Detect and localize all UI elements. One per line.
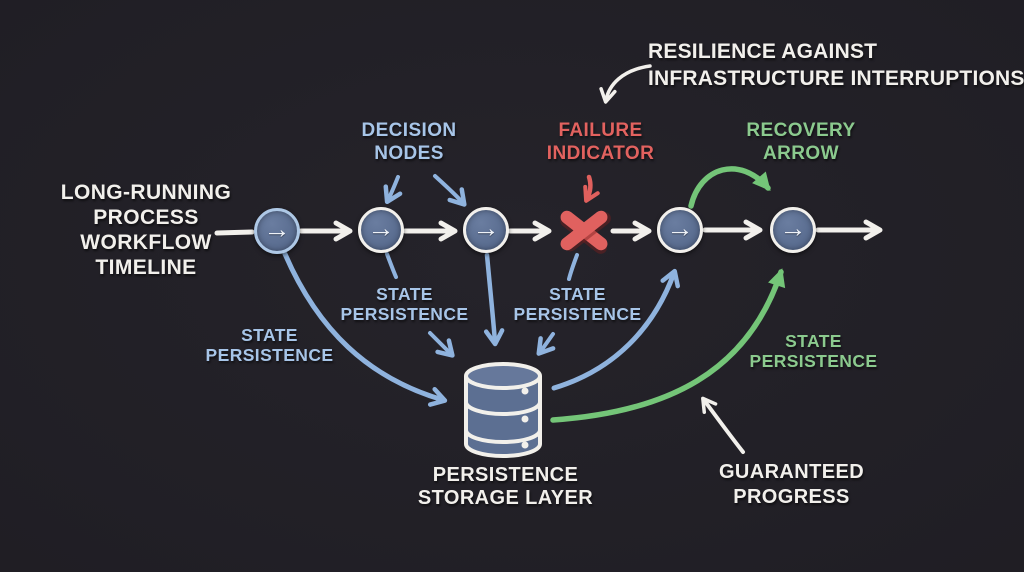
node-arrow-icon: → xyxy=(367,212,395,243)
node-arrow-icon: → xyxy=(263,213,291,244)
persist-stub-failure xyxy=(567,253,579,281)
guaranteed-progress-pointer-arrow xyxy=(701,396,745,454)
failure-indicator-label: FAILURE INDICATOR xyxy=(546,120,655,164)
persist-arc-node1-to-db xyxy=(282,251,448,407)
guaranteed-progress-label: GUARANTEED PROGRESS xyxy=(718,461,865,508)
failure-x-icon xyxy=(556,204,612,256)
resilience-annotation: RESILIENCE AGAINST INFRASTRUCTURE INTERR… xyxy=(648,40,1024,90)
node-arrow-icon: → xyxy=(472,212,500,243)
timeline-node-3: → xyxy=(463,207,509,253)
node-arrow-icon: → xyxy=(666,212,694,243)
persistence-storage-layer-label: PERSISTENCE STORAGE LAYER xyxy=(417,464,594,509)
timeline-arrows xyxy=(214,219,883,242)
persist-arrow-mid-to-db xyxy=(428,331,455,358)
timeline-node-5: → xyxy=(770,207,816,253)
decision-arrow-right xyxy=(433,174,467,207)
state-persistence-label-middle: STATE PERSISTENCE xyxy=(340,284,469,324)
timeline-node-4: → xyxy=(657,207,703,253)
state-persistence-label-recovery: STATE PERSISTENCE xyxy=(749,331,878,371)
state-persistence-label-left: STATE PERSISTENCE xyxy=(205,325,334,365)
decision-nodes-label: DECISION NODES xyxy=(361,120,457,164)
recovery-arrow-label: RECOVERY ARROW xyxy=(746,120,856,164)
diagram-title: LONG-RUNNING PROCESS WORKFLOW TIMELINE xyxy=(60,181,232,279)
decision-arrow-left xyxy=(383,175,403,205)
persist-arrow-x-to-db xyxy=(536,332,556,356)
database-icon xyxy=(464,362,542,458)
state-persistence-label-failure: STATE PERSISTENCE xyxy=(513,284,642,324)
persist-arc-db-to-node6 xyxy=(550,268,786,423)
persist-arrow-node3-to-db xyxy=(483,252,505,347)
failure-pointer-arrow xyxy=(583,174,600,203)
timeline-node-2: → xyxy=(358,207,404,253)
recovery-arc-node5-to-node6 xyxy=(688,166,771,209)
restore-arc-db-to-node5 xyxy=(551,268,681,391)
persist-stub-node2 xyxy=(385,252,398,279)
state-persistence-arrows xyxy=(282,174,681,407)
node-arrow-icon: → xyxy=(779,212,807,243)
timeline-node-1: → xyxy=(254,208,300,254)
recovery-arrows xyxy=(550,166,786,423)
resilience-pointer-arrow xyxy=(599,64,652,104)
